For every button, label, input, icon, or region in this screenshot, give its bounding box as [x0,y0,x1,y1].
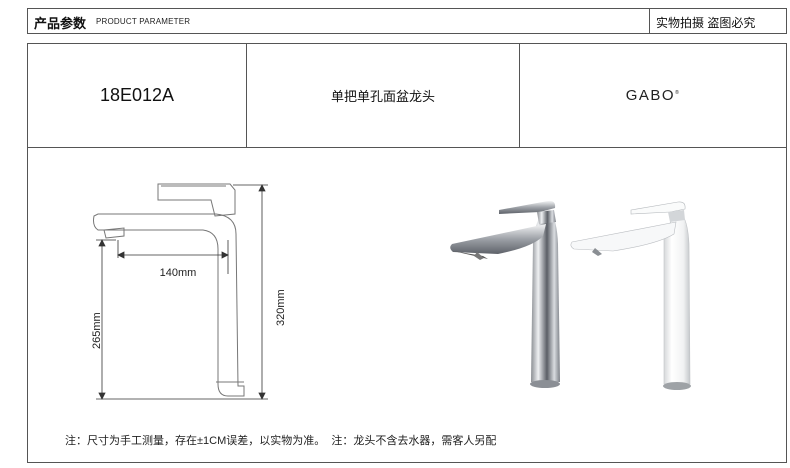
spout-reach-label: 140mm [160,267,197,279]
header-title-cn: 产品参数 [34,16,87,31]
product-name: 单把单孔面盆龙头 [330,89,435,104]
total-height-label: 320mm [275,289,287,326]
header-divider [649,9,650,33]
faucet-line-drawing [93,183,245,397]
dimension-lines [96,184,268,400]
product-name-cell: 单把单孔面盆龙头 [247,44,520,147]
brand-cell: GABO® [520,44,786,147]
header-copyright-text: 实物拍摄 盗图必究 [656,16,756,30]
spout-height-label: 265mm [91,312,103,349]
white-faucet-image [570,201,691,390]
chrome-faucet-image [450,200,560,388]
product-drawing-area: 140mm 265mm 320mm [91,183,691,400]
model-cell: 18E012A [28,44,247,147]
model-number: 18E012A [99,85,175,105]
product-info-row: 18E012A 单把单孔面盆龙头 GABO® [28,44,786,148]
parameter-table: 18E012A 单把单孔面盆龙头 GABO® [27,43,787,463]
disclaimer-note: 注：尺寸为手工测量，存在±1CM误差，以实物为准。 注：龙头不含去水器，需客人另… [65,435,497,447]
header-title-en: PRODUCT PARAMETER [96,17,191,26]
brand-logo: GABO® [625,87,681,104]
header-bar: 产品参数 PRODUCT PARAMETER 实物拍摄 盗图必究 [27,8,787,34]
